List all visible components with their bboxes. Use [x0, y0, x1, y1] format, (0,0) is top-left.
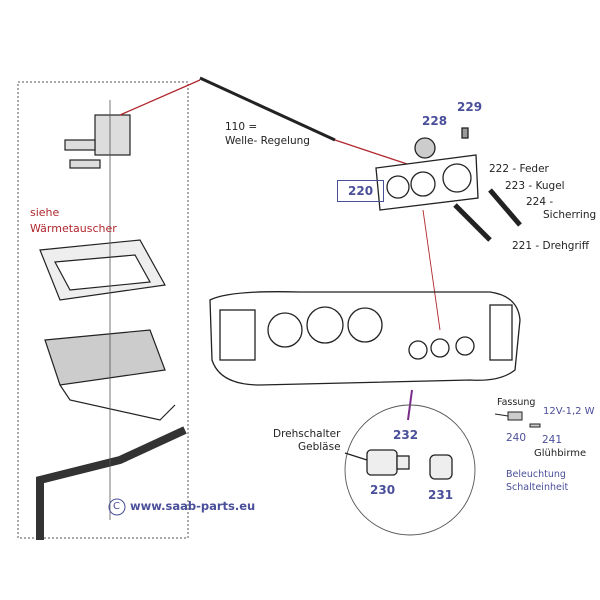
detail-circle [344, 404, 476, 536]
lamp [494, 411, 541, 428]
switch-label-1: Drehschalter [273, 428, 341, 440]
part-223: 223 - Kugel [505, 180, 565, 192]
lamp-rating: 12V-1,2 W [543, 406, 595, 417]
heat-exchanger [36, 239, 187, 540]
cable-label-1: 110 = [225, 121, 258, 133]
fassung-label: Fassung [497, 397, 536, 408]
part-229: 229 [457, 100, 483, 114]
part-240: 240 [506, 432, 527, 444]
part-230: 230 [370, 483, 396, 497]
beleuchtung-label-2: Schalteinheit [506, 482, 569, 493]
part-224: 224 - [526, 196, 554, 208]
part-222: 222 - Feder [489, 163, 549, 175]
part-241: 241 [542, 434, 563, 446]
waermetauscher-label: Wärmetauscher [30, 222, 117, 235]
heater-valve [64, 114, 131, 169]
part-220: 220 [337, 180, 385, 202]
dashboard [209, 291, 521, 386]
cable-label-2: Welle- Regelung [225, 135, 310, 147]
copyright-symbol: C [113, 501, 120, 512]
gluehbirne-label: Glühbirme [534, 448, 587, 459]
copyright-url[interactable]: www.saab-parts.eu [130, 499, 256, 513]
siehe-label: siehe [30, 206, 60, 219]
part-231: 231 [428, 488, 454, 502]
switch-label-2: Gebläse [298, 441, 341, 453]
part-232: 232 [393, 428, 419, 442]
control-panel [375, 127, 522, 242]
copyright-circle [108, 498, 126, 516]
part-224-name: Sicherring [543, 209, 597, 221]
heater-box-frame [17, 81, 189, 539]
beleuchtung-label-1: Beleuchtung [506, 469, 566, 480]
blower-switch [344, 449, 453, 480]
part-221: 221 - Drehgriff [512, 240, 589, 252]
part-228: 228 [422, 114, 448, 128]
